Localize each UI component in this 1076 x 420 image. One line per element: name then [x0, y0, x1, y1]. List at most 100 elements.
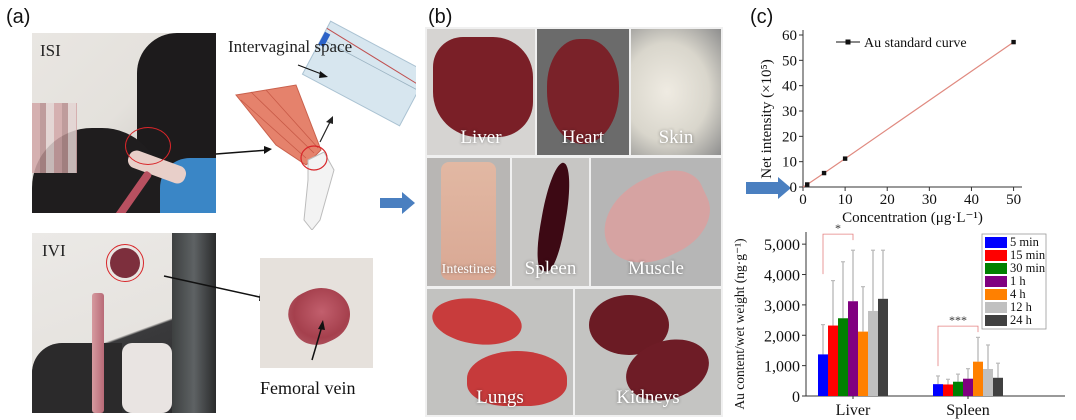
y-tick-label: 10 [782, 155, 797, 171]
bar [828, 325, 838, 396]
bar [943, 384, 953, 396]
y-tick-label: 60 [782, 28, 797, 44]
bar [858, 331, 868, 396]
y-tick-label: 40 [782, 79, 797, 95]
organ-label: Liver [460, 127, 502, 148]
organ-tile-intestines: Intestines [427, 158, 510, 286]
series-line [802, 41, 1014, 188]
flow-arrow-icon [746, 177, 791, 199]
bar [868, 310, 878, 396]
organ-tile-skin: Skin [631, 29, 721, 155]
x-tick-label: Liver [836, 402, 871, 419]
legend-swatch [985, 289, 1007, 300]
y-tick-label: 0 [790, 180, 798, 196]
bar [963, 378, 973, 396]
y-axis-label: Net intensity (×10⁵) [759, 59, 775, 179]
significance-bracket [822, 233, 854, 275]
panel-c-label: (c) [750, 6, 774, 28]
organ-tile-lungs: Lungs [427, 289, 573, 415]
legend-swatch [985, 237, 1007, 248]
bar [953, 381, 963, 396]
data-point [842, 156, 848, 161]
bar [933, 384, 943, 396]
data-point [805, 182, 810, 187]
bar [878, 298, 888, 396]
organ-label: Muscle [628, 258, 684, 279]
legend-label: 5 min [1010, 235, 1040, 249]
legend-swatch [985, 276, 1007, 287]
isi-injection-photo: ISI [32, 33, 216, 213]
y-tick-label: 1,000 [764, 359, 800, 376]
ivi-label: IVI [42, 241, 66, 260]
organ-photo-grid: Liver Heart Skin Intestines Spleen Muscl… [425, 27, 723, 417]
x-tick-label: 30 [922, 192, 937, 208]
bar [993, 377, 1003, 396]
organ-tile-liver: Liver [427, 29, 535, 155]
femoral-vein-label: Femoral vein [260, 378, 356, 398]
y-tick-label: 4,000 [764, 268, 800, 285]
chart-legend: Au standard curve [836, 36, 967, 51]
legend-label: 24 h [1010, 313, 1033, 327]
legend-label: 4 h [1010, 287, 1026, 301]
organ-label: Intestines [441, 262, 496, 277]
y-tick-label: 3,000 [764, 298, 800, 315]
organ-label: Spleen [524, 258, 577, 279]
femoral-vein-photo [260, 258, 373, 368]
bar [838, 318, 848, 396]
x-tick-label: 20 [880, 192, 895, 208]
intervaginal-tube-illustration [301, 20, 416, 127]
y-tick-label: 20 [782, 129, 797, 145]
organ-label: Heart [561, 127, 605, 148]
y-axis-label: Au content/wet weight (ng·g⁻¹) [732, 238, 747, 409]
bar [848, 301, 858, 396]
data-point [1011, 39, 1016, 45]
y-tick-label: 50 [782, 53, 797, 69]
legend-label: 1 h [1010, 274, 1026, 288]
organ-label: Lungs [476, 387, 524, 408]
x-tick-label: 0 [799, 192, 807, 208]
legend-swatch [985, 263, 1007, 274]
y-tick-label: 5,000 [764, 237, 800, 254]
panel-a-label: (a) [6, 6, 31, 28]
y-tick-label: 2,000 [764, 328, 800, 345]
legend-swatch [985, 302, 1007, 313]
muscle-region-circle [300, 145, 328, 171]
organ-label: Kidneys [616, 387, 680, 408]
x-tick-label: 10 [838, 192, 853, 208]
legend-label: Au standard curve [864, 36, 967, 51]
organ-label: Skin [658, 127, 694, 148]
legend-label: 12 h [1010, 300, 1033, 314]
arrow-to-diagram [216, 149, 269, 155]
legend-label: 30 min [1010, 261, 1046, 275]
femoral-vein-circle [106, 244, 144, 282]
bar [973, 361, 983, 396]
x-tick-label: Spleen [946, 402, 990, 419]
x-tick-label: 50 [1006, 192, 1021, 208]
legend-swatch [985, 315, 1007, 326]
significance-marker: *** [949, 313, 967, 327]
organ-tile-muscle: Muscle [591, 158, 721, 286]
data-point [821, 170, 827, 176]
legend-label: 15 min [1010, 248, 1046, 262]
y-tick-label: 30 [782, 104, 797, 120]
organ-tile-spleen: Spleen [512, 158, 589, 286]
significance-bracket [937, 325, 979, 367]
significance-marker: * [835, 222, 841, 235]
bar [818, 354, 828, 396]
intervaginal-space-label: Intervaginal space [228, 37, 353, 56]
hindlimb-anatomy-diagram [216, 20, 416, 230]
x-axis-label: Concentration (μg·L⁻¹) [842, 210, 983, 226]
injection-site-circle [125, 127, 171, 165]
organ-tile-heart: Heart [537, 29, 629, 155]
isi-label: ISI [40, 41, 61, 60]
organ-tile-kidneys: Kidneys [575, 289, 721, 415]
legend-swatch [985, 250, 1007, 261]
legend-marker [845, 39, 851, 45]
bar [983, 368, 993, 396]
ivi-injection-photo: IVI [32, 233, 216, 413]
y-tick-label: 0 [792, 389, 800, 406]
flow-arrow-icon [380, 192, 415, 214]
